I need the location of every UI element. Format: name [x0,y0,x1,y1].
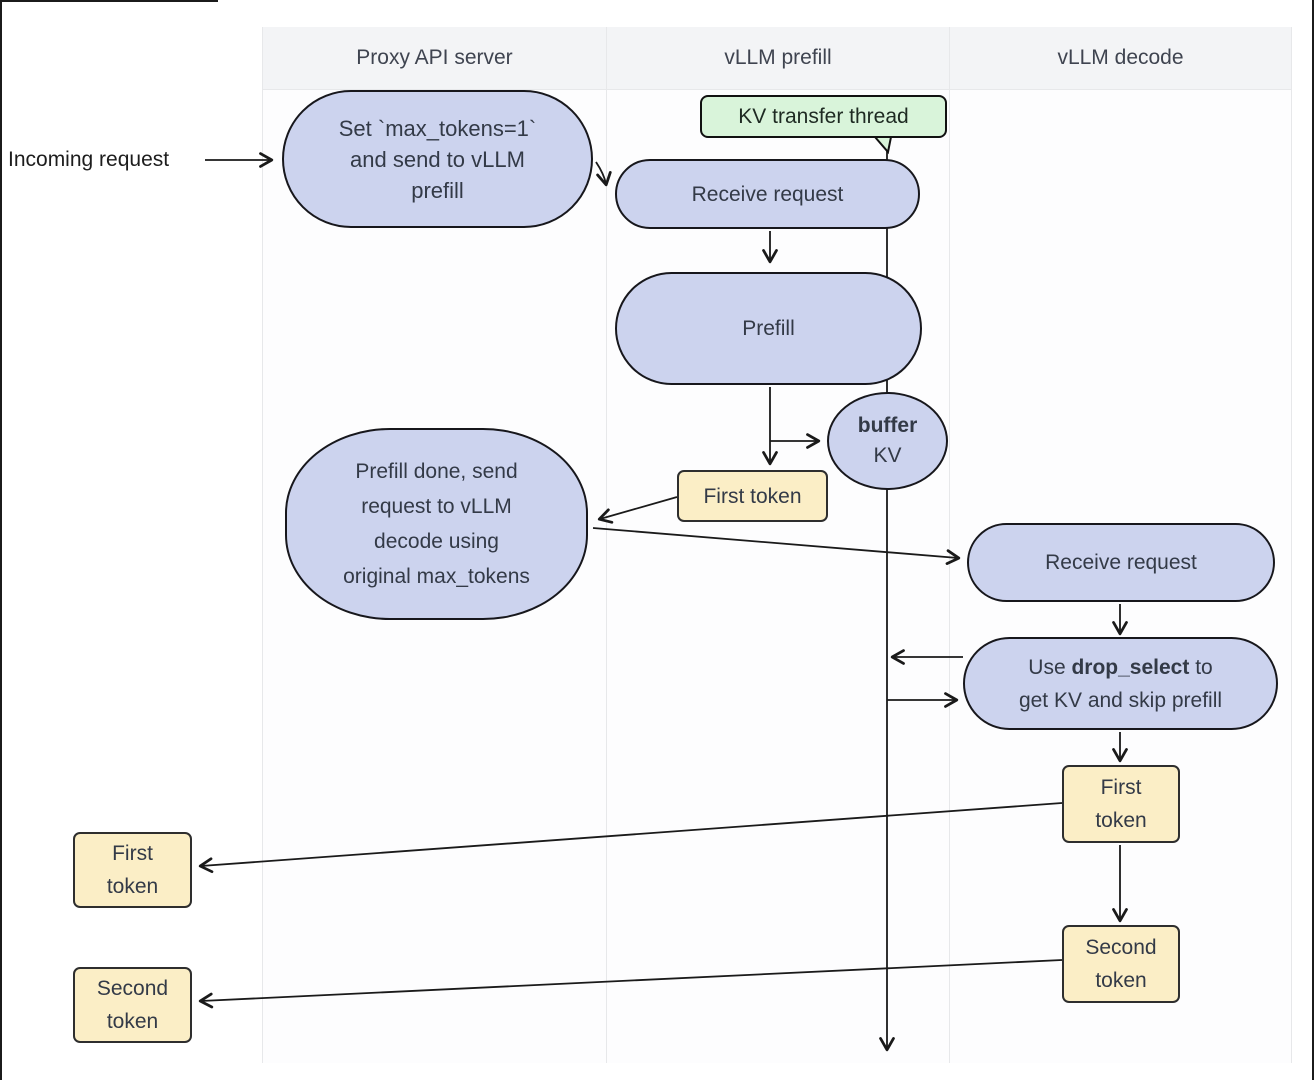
screenshot-border-left [0,0,2,1080]
node-prefill-receive-request: Receive request [615,159,920,229]
node-decode-receive-request: Receive request [967,523,1275,602]
node-out-second-token: Second token [73,967,192,1043]
node-buffer-kv: buffer KV [827,392,948,490]
screenshot-border-right [1312,0,1314,1080]
node-decode-first-token: First token [1062,765,1180,843]
node-prefill: Prefill [615,272,922,385]
node-set-max-tokens: Set `max_tokens=1` and send to vLLM pref… [282,90,593,228]
screenshot-border-top [0,0,218,2]
incoming-request-label: Incoming request [8,148,170,171]
node-prefill-first-token: First token [677,470,828,522]
lane-header-prefill: vLLM prefill [607,27,949,90]
node-drop-select: Use drop_select to get KV and skip prefi… [963,637,1278,730]
lane-header-decode: vLLM decode [950,27,1291,90]
node-prefill-done: Prefill done, send request to vLLM decod… [285,428,588,620]
node-out-first-token: First token [73,832,192,908]
node-kv-transfer-thread: KV transfer thread [700,95,947,138]
lane-header-proxy: Proxy API server [263,27,606,90]
node-decode-second-token: Second token [1062,925,1180,1003]
